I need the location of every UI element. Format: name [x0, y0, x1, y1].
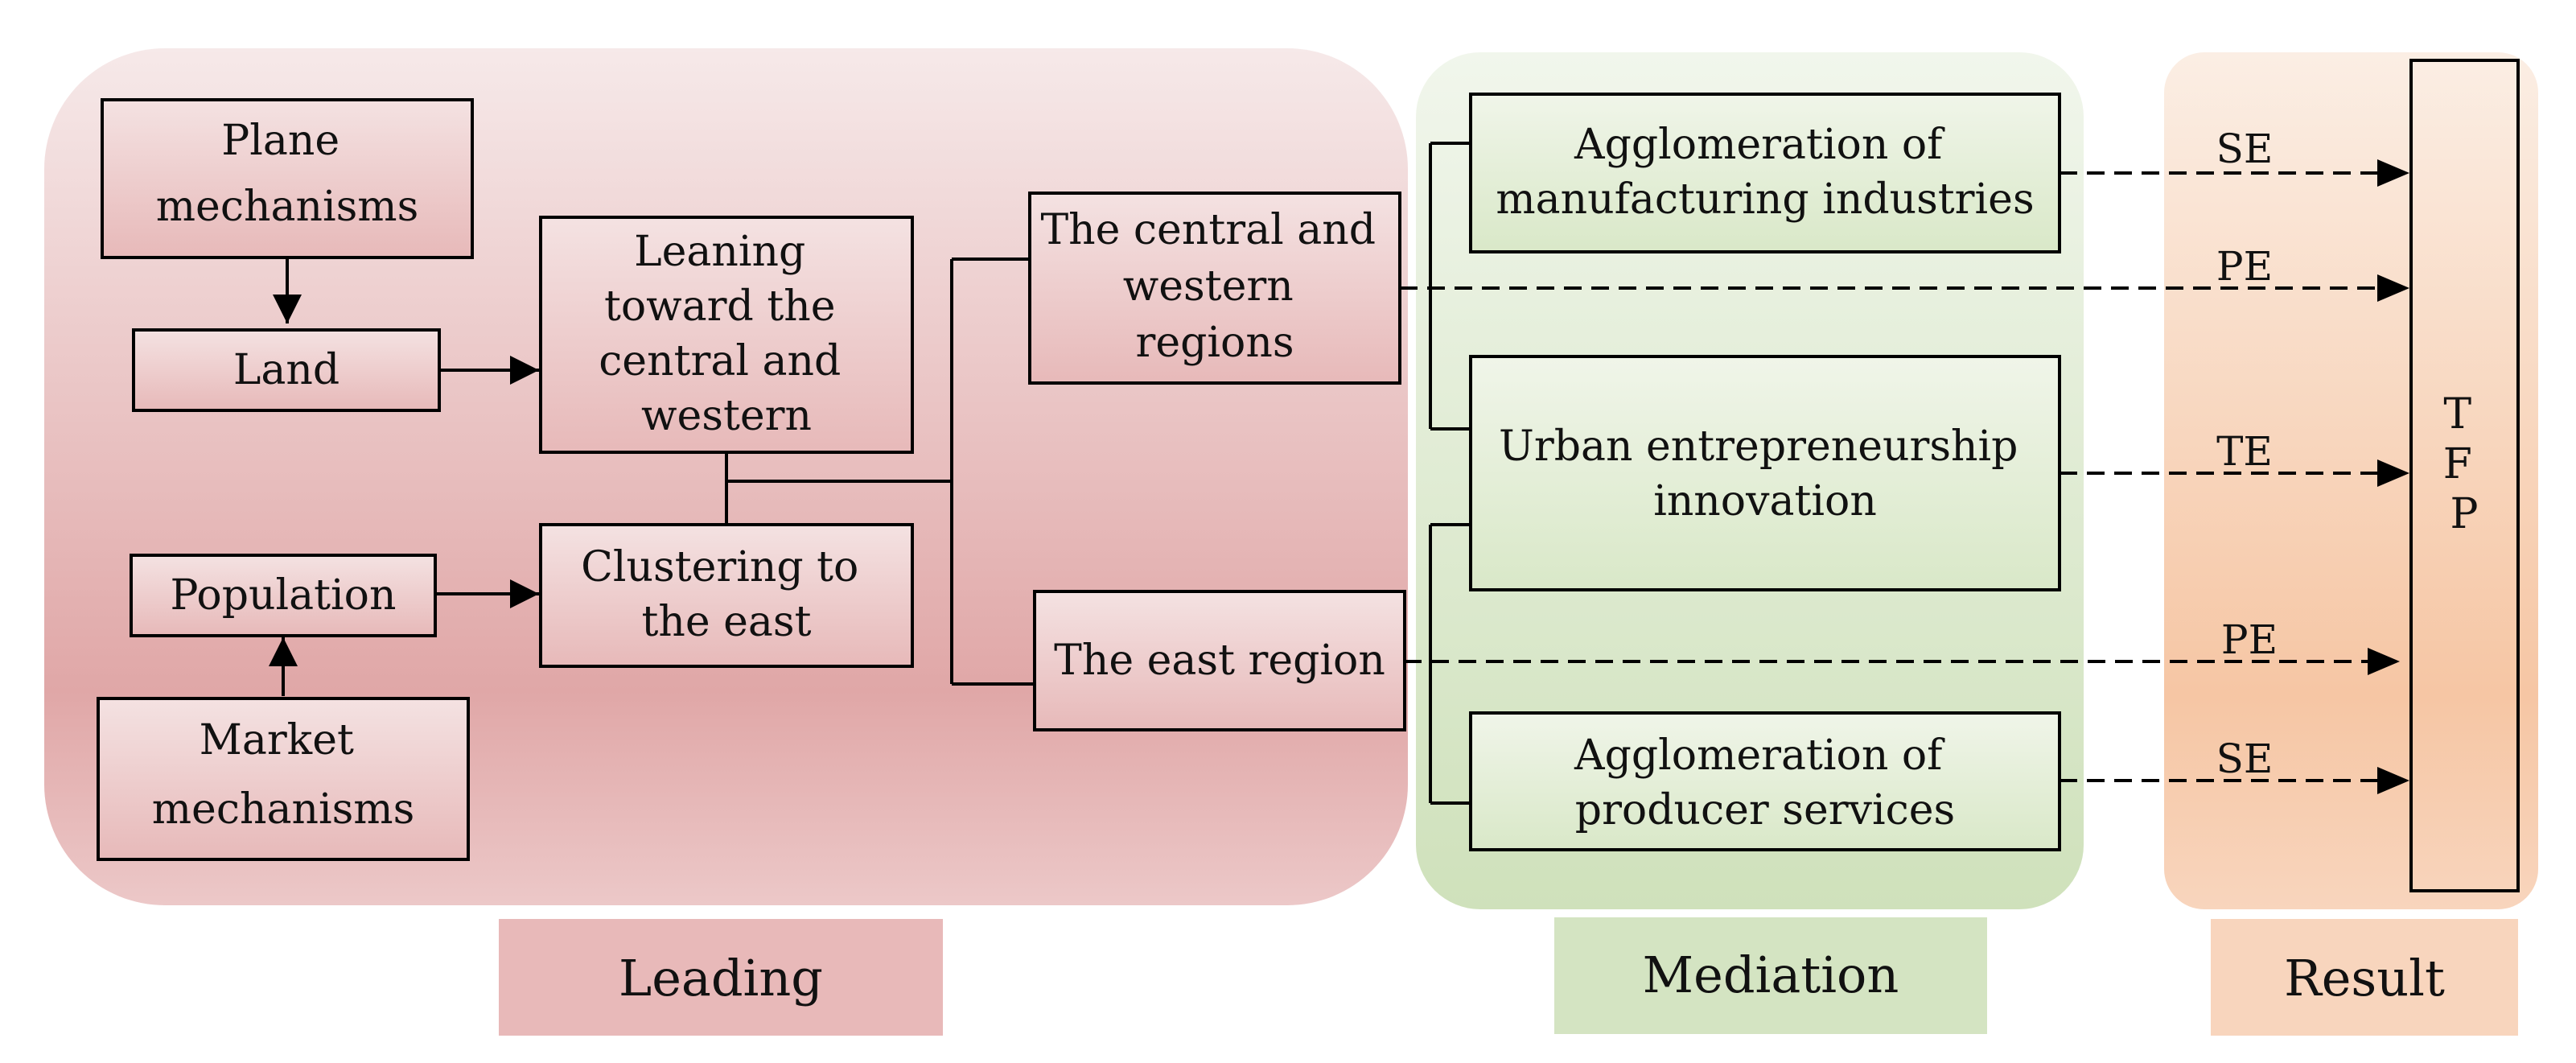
leaning-box: [539, 216, 914, 454]
edge-label-te: TE: [2216, 428, 2273, 475]
manufacturing-label: Agglomeration of manufacturing industrie…: [1496, 121, 2034, 224]
edge-label-pe-top: PE: [2216, 243, 2273, 290]
clustering-box: [539, 523, 914, 668]
tfp-box: [2409, 59, 2520, 892]
producer-box: [1469, 711, 2061, 851]
solid-connectors: [269, 142, 1471, 805]
leading-label-box: [499, 919, 943, 1036]
market-mechanisms-label: Market mechanisms: [152, 716, 415, 834]
mediation-label-box: [1554, 917, 1987, 1034]
edge-label-se-top: SE: [2216, 126, 2274, 172]
market-mechanisms-box: [97, 697, 470, 861]
plane-mechanisms-label: Plane mechanisms: [156, 117, 419, 231]
manufacturing-box: [1469, 93, 2061, 253]
result-panel: [2164, 52, 2538, 909]
clustering-label: Clustering to the east: [581, 543, 872, 646]
land-box: [132, 328, 441, 412]
edge-label-pe-bottom: PE: [2221, 616, 2278, 663]
east-region-label: The east region: [1054, 637, 1385, 685]
central-western-regions-label: The central and western regions: [1040, 206, 1389, 367]
dashed-connectors: [1400, 171, 2377, 782]
dashed-arrowheads: [2368, 159, 2409, 794]
mediation-label: Mediation: [1643, 946, 1899, 1004]
entrepreneurship-label: Urban entrepreneurship innovation: [1499, 422, 2031, 525]
producer-label: Agglomeration of producer services: [1574, 731, 1956, 834]
entrepreneurship-box: [1469, 355, 2061, 591]
edge-label-se-bottom: SE: [2216, 735, 2274, 782]
tfp-label: T F P: [2443, 390, 2486, 538]
plane-mechanisms-box: [101, 98, 474, 259]
east-region-box: [1033, 590, 1406, 731]
population-box: [130, 554, 437, 637]
leaning-label: Leaning toward the central and western: [599, 228, 854, 440]
result-label: Result: [2284, 949, 2445, 1007]
leading-label: Leading: [619, 949, 823, 1007]
result-label-box: [2211, 919, 2518, 1036]
land-label: Land: [233, 346, 339, 394]
central-western-regions-box: [1028, 192, 1401, 385]
population-label: Population: [171, 571, 397, 620]
